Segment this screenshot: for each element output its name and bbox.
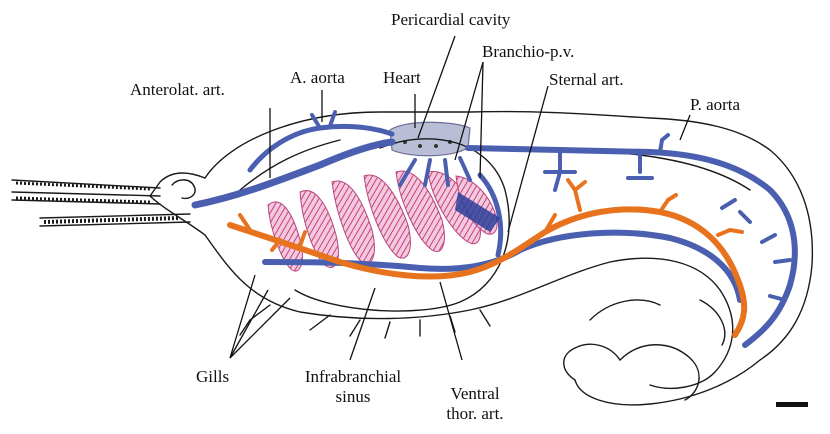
label-branchio-pv: Branchio-p.v. xyxy=(482,42,574,62)
label-ventral-line2: thor. art. xyxy=(446,404,503,423)
antennae xyxy=(12,180,190,226)
label-ventral-line1: Ventral xyxy=(450,384,499,403)
label-pericardial-cavity: Pericardial cavity xyxy=(391,10,510,30)
label-p-aorta: P. aorta xyxy=(690,95,740,115)
label-infrabranchial-sinus: Infrabranchial sinus xyxy=(283,367,423,407)
label-infrabranchial-line2: sinus xyxy=(336,387,371,406)
label-anterolat-art: Anterolat. art. xyxy=(130,80,225,100)
label-infrabranchial-line1: Infrabranchial xyxy=(305,367,401,386)
label-a-aorta: A. aorta xyxy=(290,68,345,88)
scale-bar xyxy=(776,402,808,407)
gills-group xyxy=(268,171,497,271)
label-ventral-thor-art: Ventral thor. art. xyxy=(430,384,520,424)
label-sternal-art: Sternal art. xyxy=(549,70,624,90)
label-gills: Gills xyxy=(196,367,229,387)
label-heart: Heart xyxy=(383,68,421,88)
